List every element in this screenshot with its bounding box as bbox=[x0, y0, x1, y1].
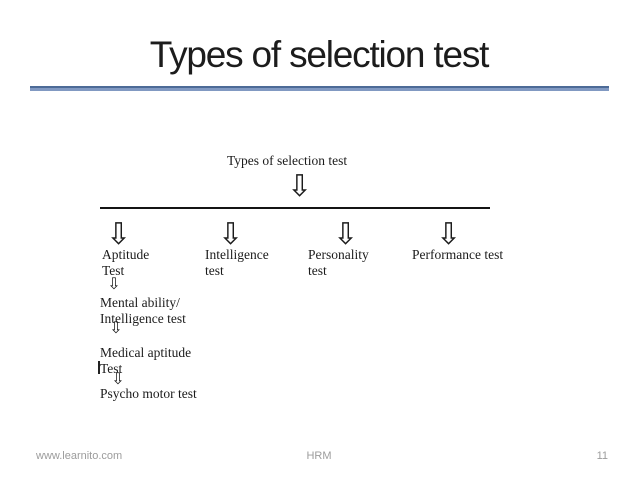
branch-label-line: test bbox=[308, 263, 327, 278]
branch-divider-line bbox=[100, 207, 490, 209]
text-cursor bbox=[98, 361, 100, 374]
footer-website: www.learnito.com bbox=[36, 450, 123, 462]
sub-label-medical-aptitude: Medical aptitude Test bbox=[100, 345, 191, 377]
down-arrow-icon: ⇩ bbox=[287, 170, 313, 203]
footer-page-number: 11 bbox=[596, 450, 608, 462]
sub-label-line: Intelligence test bbox=[100, 311, 186, 326]
sub-label-psycho-motor: Psycho motor test bbox=[100, 386, 197, 402]
title-underline-dark-edge bbox=[30, 86, 609, 88]
footer-course-label: HRM bbox=[306, 450, 332, 462]
slide-title: Types of selection test bbox=[149, 34, 490, 75]
down-arrow-icon: ⇩ bbox=[109, 320, 123, 337]
branch-label-line: test bbox=[205, 263, 224, 278]
branch-label-personality-test: Personality test bbox=[308, 247, 369, 279]
down-arrow-icon: ⇩ bbox=[436, 218, 462, 251]
branch-label-line: Performance test bbox=[412, 247, 504, 262]
sub-label-line: Mental ability/ bbox=[100, 295, 180, 310]
sub-label-line: Psycho motor test bbox=[100, 386, 197, 401]
branch-label-intelligence-test: Intelligence test bbox=[205, 247, 269, 279]
branch-label-aptitude-test: Aptitude Test bbox=[102, 247, 149, 279]
down-arrow-icon: ⇩ bbox=[333, 218, 359, 251]
sub-label-mental-ability: Mental ability/ Intelligence test bbox=[100, 295, 186, 327]
branch-label-line: Intelligence bbox=[205, 247, 269, 262]
sub-label-line: Test bbox=[100, 361, 123, 376]
title-underline-light-edge bbox=[30, 88, 609, 91]
down-arrow-icon: ⇩ bbox=[218, 218, 244, 251]
down-arrow-icon: ⇩ bbox=[111, 371, 125, 388]
branch-label-performance-test: Performance test bbox=[412, 247, 503, 263]
sub-label-line: Medical aptitude bbox=[100, 345, 192, 360]
branch-label-line: Test bbox=[102, 263, 125, 278]
down-arrow-icon: ⇩ bbox=[106, 218, 132, 251]
branch-label-line: Aptitude bbox=[102, 247, 150, 262]
branch-label-line: Personality bbox=[308, 247, 369, 262]
down-arrow-icon: ⇩ bbox=[107, 276, 121, 293]
diagram-heading: Types of selection test bbox=[227, 153, 348, 168]
title-underline bbox=[30, 86, 609, 91]
